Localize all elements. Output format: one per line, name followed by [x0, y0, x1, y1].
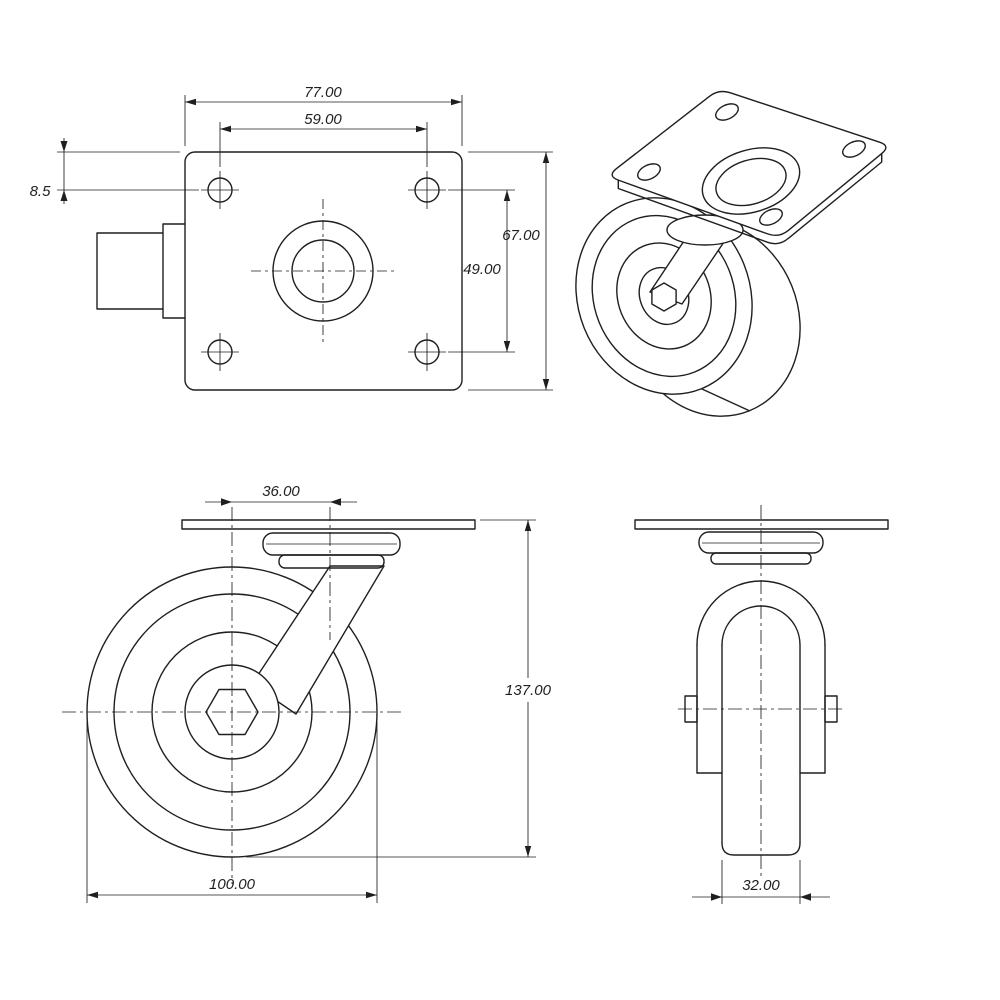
- fork-stub-top-view: [96, 223, 186, 319]
- bolt-hole-bottom-right: [408, 333, 446, 371]
- dim-swivel-offset: 36.00: [205, 483, 357, 506]
- iso-bolt-hole: [637, 163, 661, 181]
- iso-bolt-hole: [759, 208, 783, 226]
- dim-wheel-diameter: 100.00: [86, 722, 378, 903]
- dim-bolt-spacing-width-label: 59.00: [304, 111, 342, 128]
- dim-plate-depth-label: 67.00: [502, 227, 540, 244]
- dim-plate-width-label: 77.00: [304, 84, 342, 101]
- dim-plate-width: 77.00: [184, 84, 463, 146]
- iso-axle-nut: [651, 282, 677, 312]
- dim-wheel-diameter-label: 100.00: [209, 876, 256, 893]
- top-plate-side: [181, 519, 476, 530]
- dim-bolt-spacing-depth: 49.00: [448, 189, 515, 353]
- dim-wheel-width: 32.00: [692, 860, 830, 904]
- dim-bolt-spacing-depth-label: 49.00: [463, 261, 501, 278]
- top-plate-front: [634, 519, 889, 530]
- center-bore: [251, 199, 395, 343]
- dim-wheel-width-label: 32.00: [742, 877, 780, 894]
- iso-swivel-ring: [666, 214, 744, 246]
- dim-plate-depth: 67.00: [468, 151, 553, 391]
- fork-crown-side: [278, 554, 385, 569]
- dim-overall-height: 137.00: [246, 519, 552, 858]
- front-view: 32.00: [634, 505, 889, 904]
- bolt-hole-top-left: [201, 171, 239, 209]
- dim-bolt-edge-offset: 8.5: [30, 138, 199, 204]
- fork-leg-side: [251, 565, 385, 715]
- iso-bolt-hole: [842, 140, 866, 158]
- dim-bolt-edge-offset-label: 8.5: [30, 183, 52, 200]
- plate-top-view: 77.00 59.00 8.5 67.00: [30, 84, 553, 391]
- isometric-view: [575, 90, 887, 417]
- iso-center-bore-outer: [701, 147, 801, 215]
- dim-overall-height-label: 137.00: [505, 682, 552, 699]
- dim-swivel-offset-label: 36.00: [262, 483, 300, 500]
- side-view: 36.00 137.00 100.00: [62, 483, 552, 903]
- iso-plate-thickness: [617, 152, 883, 245]
- mounting-plate-outline: [184, 151, 463, 391]
- dim-bolt-spacing-width: 59.00: [219, 111, 428, 167]
- iso-center-bore-inner: [715, 157, 787, 207]
- bolt-hole-bottom-left: [201, 333, 239, 371]
- iso-bolt-hole: [715, 103, 739, 121]
- bolt-hole-top-right: [408, 171, 446, 209]
